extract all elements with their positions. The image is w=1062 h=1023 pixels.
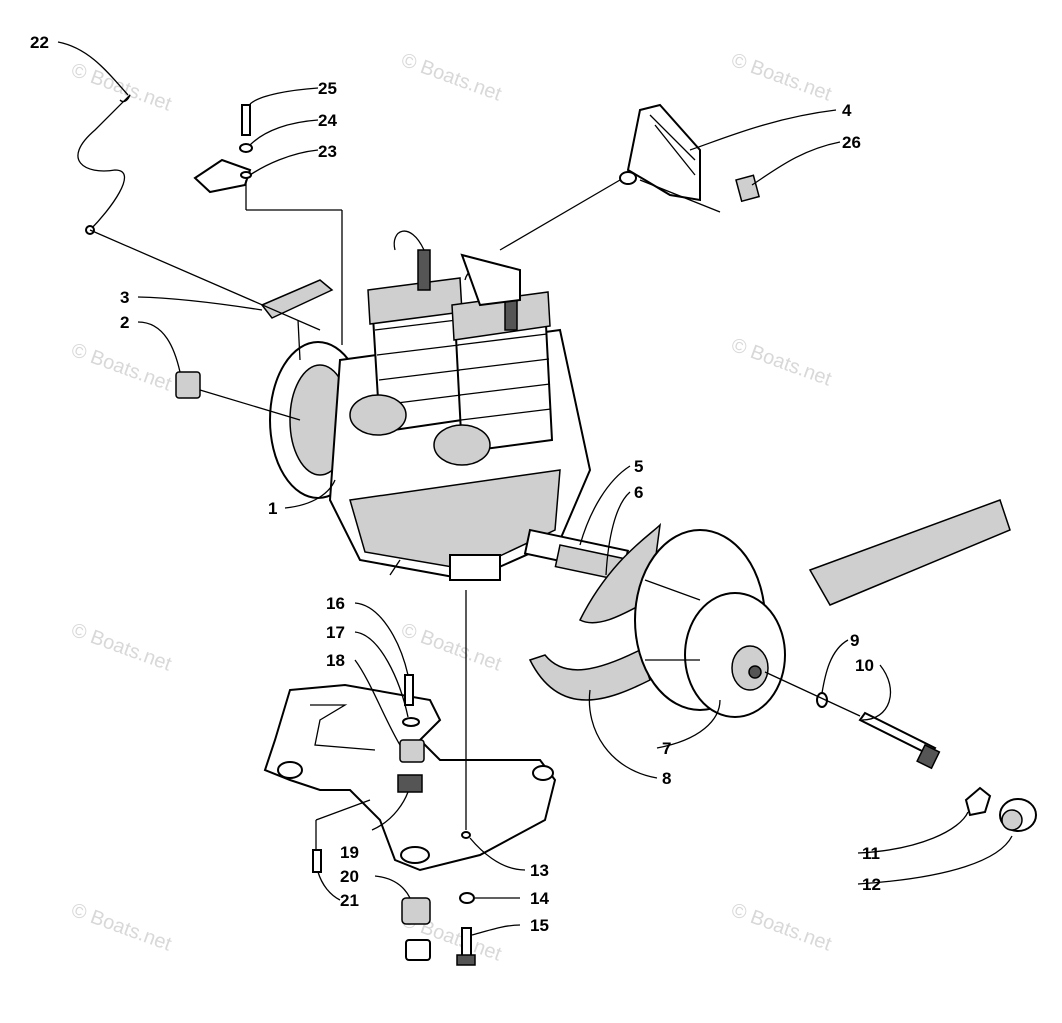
callout-8: 8 <box>662 769 671 788</box>
mount-20 <box>401 897 431 925</box>
clip-26 <box>735 174 760 203</box>
callout-2: 2 <box>120 313 129 332</box>
washer-14 <box>459 892 475 904</box>
callout-10: 10 <box>855 656 874 675</box>
callout-17: 17 <box>326 623 345 642</box>
callout-labels: 22 25 24 23 4 26 3 2 1 5 6 16 17 9 18 10… <box>30 33 881 935</box>
watermark: © Boats.net <box>728 49 834 106</box>
screw-21 <box>312 849 322 873</box>
callout-24: 24 <box>318 111 337 130</box>
callout-23: 23 <box>318 142 337 161</box>
callout-19: 19 <box>340 843 359 862</box>
callout-22: 22 <box>30 33 49 52</box>
leader-lines <box>57 41 1013 936</box>
callout-26: 26 <box>842 133 861 152</box>
bracket-4 <box>626 103 701 202</box>
watermark: © Boats.net <box>728 334 834 391</box>
watermark: © Boats.net <box>728 899 834 956</box>
bolt-10 <box>858 711 937 757</box>
mount-19 <box>397 774 423 793</box>
callout-15: 15 <box>530 916 549 935</box>
engine-assembly <box>269 230 630 582</box>
callout-7: 7 <box>662 739 671 758</box>
callout-3: 3 <box>120 288 129 307</box>
watermark: © Boats.net <box>398 619 504 676</box>
spacer-18 <box>399 739 425 763</box>
callout-12: 12 <box>862 875 881 894</box>
callout-16: 16 <box>326 594 345 613</box>
bolt-25 <box>241 104 251 136</box>
watermark: © Boats.net <box>68 339 174 396</box>
callout-6: 6 <box>634 483 643 502</box>
callout-18: 18 <box>326 651 345 670</box>
callout-14: 14 <box>530 889 549 908</box>
watermark: © Boats.net <box>68 899 174 956</box>
clutch-assembly <box>528 499 1011 718</box>
callout-21: 21 <box>340 891 359 910</box>
callout-4: 4 <box>842 101 852 120</box>
callout-13: 13 <box>530 861 549 880</box>
washer-17 <box>402 717 420 727</box>
label-2 <box>175 371 201 399</box>
bolt-16 <box>404 674 414 706</box>
washer-11 <box>964 786 992 817</box>
callout-11: 11 <box>862 844 880 863</box>
callout-5: 5 <box>634 457 643 476</box>
callout-1: 1 <box>268 499 277 518</box>
callout-25: 25 <box>318 79 337 98</box>
wire-22 <box>77 94 131 231</box>
bolt-15 <box>461 927 472 959</box>
callout-9: 9 <box>850 631 859 650</box>
watermark: © Boats.net <box>68 619 174 676</box>
decal-3 <box>260 279 334 319</box>
watermark: © Boats.net <box>398 49 504 106</box>
callout-20: 20 <box>340 867 359 886</box>
